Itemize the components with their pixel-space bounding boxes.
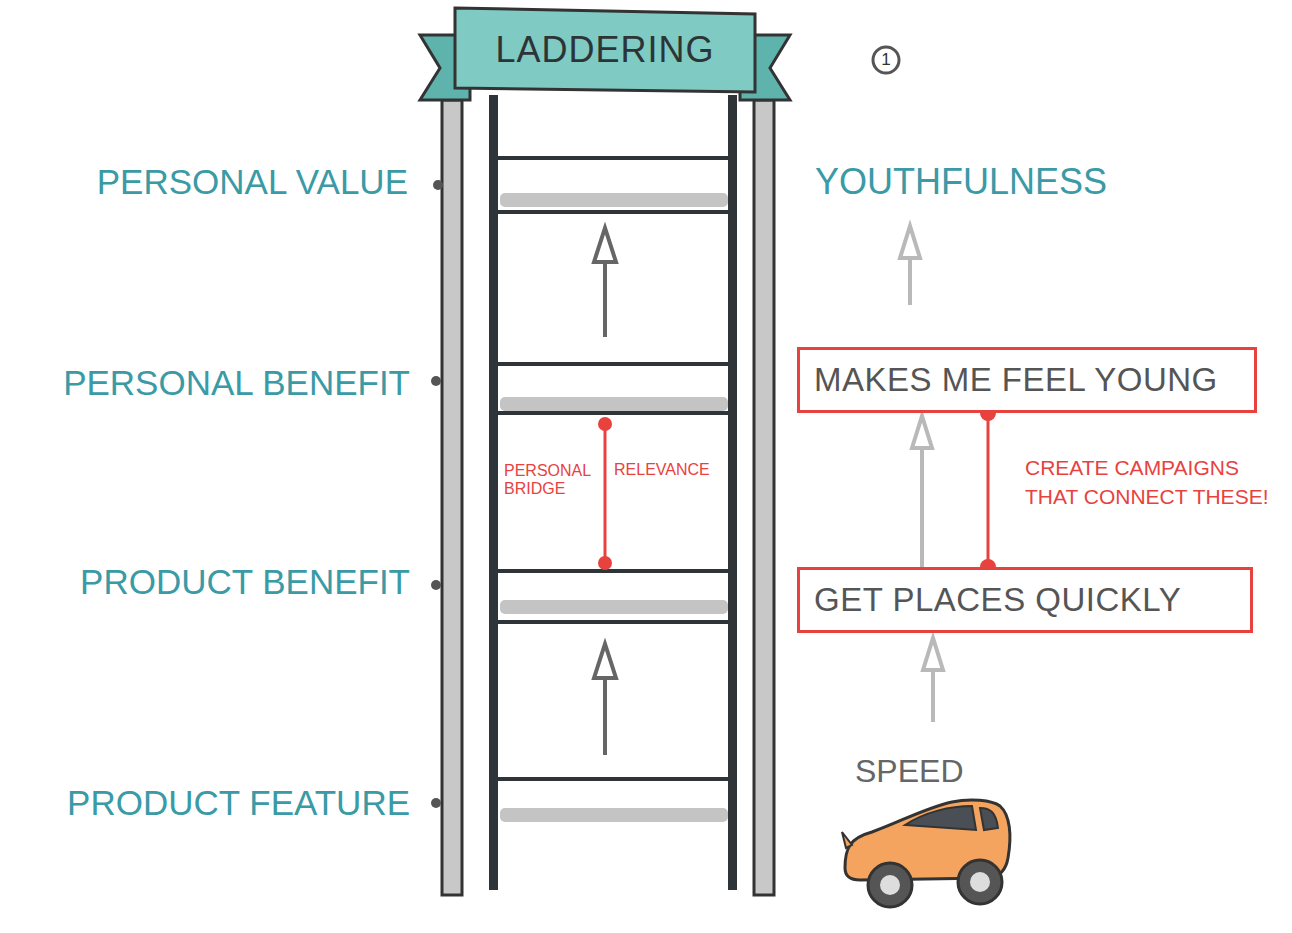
ladder-post	[442, 100, 462, 895]
level-label: PERSONAL BENEFIT	[63, 364, 410, 403]
ladder-plank	[500, 397, 728, 411]
personal-value-text: YOUTHFULNESS	[815, 162, 1107, 202]
level-label: PRODUCT BENEFIT	[80, 563, 410, 602]
ladder-arrows	[594, 228, 616, 755]
callout-number: 1	[881, 51, 890, 70]
connector	[980, 405, 996, 575]
feature-text: SPEED	[855, 754, 963, 789]
level-dots	[431, 180, 443, 808]
box-text: MAKES ME FEEL YOUNG	[814, 361, 1218, 399]
ladder-rail	[728, 95, 737, 890]
ladder-plank	[500, 808, 728, 822]
banner-title: LADDERING	[495, 30, 714, 70]
bridge-label: RELEVANCE	[614, 461, 710, 479]
benefit-box: MAKES ME FEEL YOUNG	[797, 347, 1257, 413]
ladder-plank	[500, 600, 728, 614]
level-label: PRODUCT FEATURE	[67, 784, 410, 823]
connector	[912, 416, 932, 567]
relevance-bridge	[598, 417, 612, 570]
ladder-rail	[489, 95, 498, 890]
level-label: PERSONAL VALUE	[97, 163, 408, 202]
edge-label: CREATE CAMPAIGNS THAT CONNECT THESE!	[1025, 453, 1275, 512]
ladder-post	[754, 100, 774, 895]
callout-circle	[873, 47, 899, 73]
ladder-rungs	[492, 158, 735, 779]
ladder-plank	[500, 193, 728, 207]
bridge-label: PERSONAL BRIDGE	[504, 462, 596, 497]
box-text: GET PLACES QUICKLY	[814, 581, 1181, 619]
right-arrows	[900, 226, 943, 722]
title-banner	[420, 8, 790, 100]
benefit-box: GET PLACES QUICKLY	[797, 567, 1253, 633]
car-illustration	[842, 800, 1010, 907]
